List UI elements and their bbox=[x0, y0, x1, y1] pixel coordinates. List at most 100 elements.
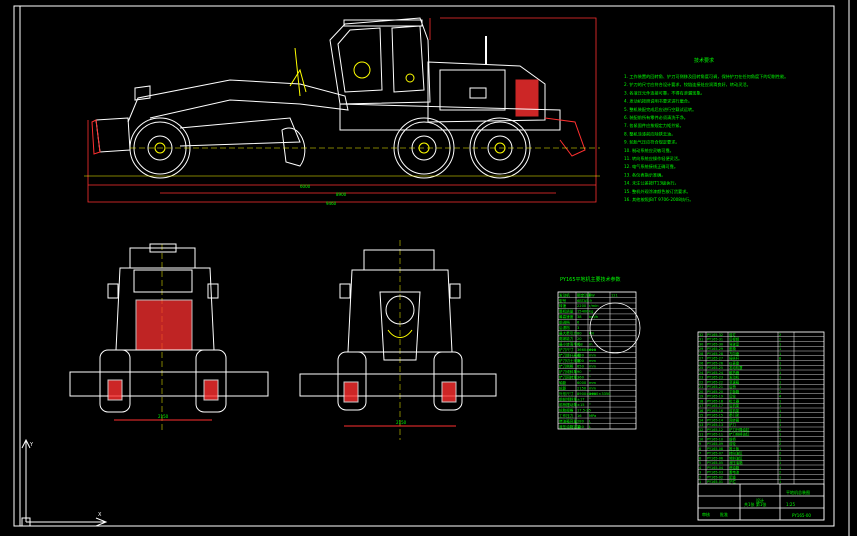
parts-cell: 1 bbox=[779, 352, 781, 356]
params-cell: 650 bbox=[577, 365, 585, 369]
params-cell: 最高速度 bbox=[559, 314, 574, 319]
params-cell: 6000 bbox=[577, 381, 587, 385]
parts-cell: 1 bbox=[779, 475, 781, 479]
parts-cell: 1 bbox=[779, 461, 781, 465]
parts-cell: PY165-21 bbox=[707, 385, 723, 389]
parts-cell: 1 bbox=[779, 437, 781, 441]
params-cell: 前桥摆动角 bbox=[559, 402, 577, 407]
params-cell: 121 bbox=[611, 293, 618, 297]
parts-cell: 8 bbox=[699, 447, 701, 451]
parts-cell: 27 bbox=[699, 357, 703, 361]
parts-cell: 前轮 bbox=[729, 441, 736, 446]
parts-cell: 倾斜油缸 bbox=[729, 455, 743, 460]
parts-cell: 1 bbox=[779, 409, 781, 413]
parts-cell: PY165-28 bbox=[707, 352, 723, 356]
label-design: 设计 bbox=[756, 497, 764, 503]
side-view: 6000 8900 9460 bbox=[84, 17, 600, 206]
params-cell: mm bbox=[589, 354, 597, 358]
params-cell: L bbox=[589, 425, 591, 429]
parts-cell: 29 bbox=[699, 347, 703, 351]
parts-cell: PY165-13 bbox=[707, 423, 723, 427]
parts-cell: 21 bbox=[699, 385, 703, 389]
parts-cell: 5 bbox=[699, 461, 701, 465]
parts-cell: PY165-04 bbox=[707, 466, 723, 470]
params-cell: 500 bbox=[577, 359, 585, 363]
params-cell: 铲刀提升高度 bbox=[559, 353, 581, 358]
label-check: 审核 bbox=[702, 511, 710, 517]
parts-cell: 25 bbox=[699, 366, 703, 370]
tech-requirement-item: 13. 各仪表指示准确。 bbox=[624, 171, 666, 178]
parts-cell: 铲刀侧移油缸 bbox=[729, 432, 750, 437]
params-cell: 2200 bbox=[577, 304, 587, 308]
parts-cell: 平衡箱 bbox=[729, 389, 740, 394]
parts-cell: 1 bbox=[779, 399, 781, 403]
params-cell: 2150 bbox=[577, 386, 587, 390]
params-cell: ° bbox=[589, 397, 591, 401]
params-cell: m bbox=[589, 343, 593, 347]
parts-cell: 6 bbox=[699, 456, 701, 460]
drawing-name: 平地机总装图 bbox=[786, 489, 810, 495]
params-cell: ±17 bbox=[577, 397, 585, 401]
parts-cell: 8 bbox=[779, 357, 781, 361]
parts-cell: PY165-19 bbox=[707, 395, 723, 399]
parts-cell: PY165-32 bbox=[707, 333, 723, 337]
tech-requirement-item: 7. 各紧固件应按规定力矩拧紧。 bbox=[624, 122, 684, 129]
parts-cell: 22 bbox=[699, 380, 703, 384]
parts-cell: 12 bbox=[699, 428, 703, 432]
parts-cell: 2 bbox=[779, 428, 781, 432]
parts-cell: 2 bbox=[779, 452, 781, 456]
params-cell: 铲刀侧移 bbox=[559, 364, 574, 369]
params-cell: kW bbox=[589, 293, 595, 297]
params-cell: 燃油箱容量 bbox=[559, 418, 577, 423]
params-cell: 38 bbox=[577, 315, 582, 319]
parts-cell: 驾驶室 bbox=[729, 341, 740, 346]
parts-cell: 1 bbox=[779, 366, 781, 370]
parts-cell: 2 bbox=[779, 442, 781, 446]
params-cell: ° bbox=[589, 403, 591, 407]
parts-cell: PY165-25 bbox=[707, 366, 723, 370]
parts-cell: 操纵杆 bbox=[729, 356, 740, 361]
params-cell: 360 bbox=[577, 375, 585, 379]
tech-requirement-item: 9. 轮胎气压应符合规定要求。 bbox=[624, 139, 680, 146]
params-cell: 7.8 bbox=[577, 343, 583, 347]
params-cell: mm bbox=[589, 381, 597, 385]
parts-cell: 转向油缸 bbox=[729, 451, 743, 456]
params-cell: kg bbox=[589, 310, 593, 314]
params-cell: 铲刀切土深度 bbox=[559, 358, 581, 363]
parts-cell: 前机架 bbox=[729, 408, 740, 413]
tech-requirement-item: 4. 发动机按照说明书要求进行磨合。 bbox=[624, 98, 692, 105]
parts-cell: 7 bbox=[699, 452, 701, 456]
parts-cell: 座椅 bbox=[729, 346, 736, 351]
parts-cell: PY165-10 bbox=[707, 437, 723, 441]
params-cell: ° bbox=[589, 375, 591, 379]
parts-cell: 松土器 bbox=[729, 398, 740, 403]
parts-cell: PY165-24 bbox=[707, 371, 723, 375]
tech-requirement-item: 12. 电气系统接线正确可靠。 bbox=[624, 163, 678, 170]
drawing-frame bbox=[13, 0, 850, 536]
drawing-sheet: 共1张 第1张 bbox=[744, 501, 766, 507]
parts-cell: PY165-16 bbox=[707, 409, 723, 413]
parts-cell: 后机架 bbox=[729, 403, 740, 408]
parts-cell: 护栏 bbox=[729, 479, 736, 484]
tech-requirements: 技术要求 1. 工作装置的回转角、铲刀可侧移及回转角度可调，保持铲刀在任何角度下… bbox=[624, 57, 788, 203]
ucs-y-label: Y bbox=[29, 442, 34, 448]
parts-cell: 前桥 bbox=[729, 436, 736, 441]
parts-cell: 16 bbox=[699, 409, 703, 413]
parts-cell: 1 bbox=[779, 342, 781, 346]
title-block: 设计 审核 批准 平地机总装图 共1张 第1张 1:25 PY165-00 bbox=[697, 483, 825, 521]
params-cell: 6 bbox=[577, 321, 580, 325]
parts-cell: PY165-20 bbox=[707, 390, 723, 394]
params-cell: 3660×610 bbox=[577, 348, 597, 352]
parts-cell: 1 bbox=[779, 361, 781, 365]
params-cell: 轮胎规格 bbox=[559, 407, 574, 412]
parts-cell: 1 bbox=[779, 456, 781, 460]
parts-cell: PY165-14 bbox=[707, 418, 723, 422]
parts-cell: 24 bbox=[699, 371, 703, 375]
parts-cell: 11 bbox=[699, 433, 703, 437]
parts-cell: PY165-22 bbox=[707, 380, 723, 384]
params-cell: 爬坡能力 bbox=[559, 336, 574, 341]
parts-cell: PY165-12 bbox=[707, 428, 723, 432]
parts-cell: 1 bbox=[779, 418, 781, 422]
